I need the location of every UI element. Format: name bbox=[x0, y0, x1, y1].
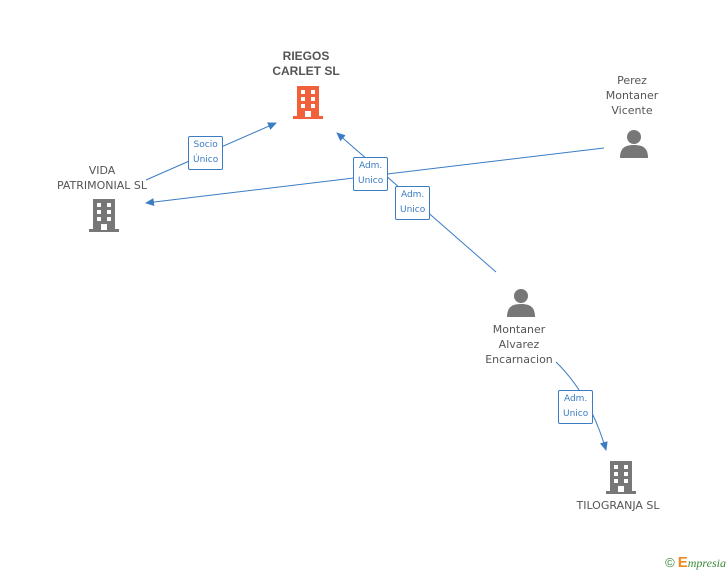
edge-label-line: Unico bbox=[563, 409, 589, 419]
node-label-montaner-alvarez-encarnacion[interactable]: Montaner Alvarez Encarnacion bbox=[474, 322, 564, 367]
node-label-tilogranja[interactable]: TILOGRANJA SL bbox=[566, 498, 670, 513]
node-label-vida-patrimonial[interactable]: VIDA PATRIMONIAL SL bbox=[50, 163, 154, 193]
node-label-line: Montaner bbox=[492, 323, 546, 336]
edge-label-line: Adm. bbox=[358, 161, 383, 171]
node-label-line: Vicente bbox=[611, 104, 653, 117]
edge-label-line: Unico bbox=[400, 205, 426, 215]
node-label-riegos-carlet[interactable]: RIEGOS CARLET SL bbox=[258, 49, 354, 79]
edge-label-line: Adm. bbox=[563, 394, 588, 404]
building-icon bbox=[606, 461, 636, 494]
node-label-line: TILOGRANJA SL bbox=[576, 499, 660, 512]
edge-label-line: Unico bbox=[358, 176, 384, 186]
edge-label-line: Socio bbox=[193, 140, 218, 150]
node-label-line: Montaner bbox=[605, 89, 659, 102]
person-icon bbox=[507, 289, 535, 317]
edge-label-line: Adm. bbox=[400, 190, 425, 200]
node-label-line: RIEGOS bbox=[282, 49, 330, 63]
edge-label-adm-unico-tilogranja[interactable]: Adm. Unico bbox=[558, 390, 594, 424]
copyright-icon: © bbox=[665, 555, 675, 570]
edge-label-socio-unico[interactable]: Socio Único bbox=[188, 136, 224, 170]
footer-brand: ©Empresia bbox=[665, 554, 726, 571]
building-icon bbox=[89, 199, 119, 232]
node-label-line: CARLET SL bbox=[272, 64, 340, 78]
node-label-line: Encarnacion bbox=[485, 353, 553, 366]
node-label-line: Alvarez bbox=[498, 338, 540, 351]
node-label-line: Perez bbox=[617, 74, 647, 87]
edge-label-line: Único bbox=[193, 155, 219, 165]
node-label-line: VIDA bbox=[88, 164, 116, 177]
node-label-perez-montaner-vicente[interactable]: Perez Montaner Vicente bbox=[592, 73, 672, 118]
brand-logo-text: mpresia bbox=[687, 556, 726, 570]
person-icon bbox=[620, 130, 648, 158]
node-label-line: PATRIMONIAL SL bbox=[56, 179, 148, 192]
building-icon bbox=[293, 86, 323, 119]
edge-label-adm-unico-vida[interactable]: Adm. Unico bbox=[395, 186, 431, 220]
edge-label-adm-unico-riegos[interactable]: Adm. Unico bbox=[353, 157, 389, 191]
brand-logo-initial: E bbox=[677, 554, 688, 571]
